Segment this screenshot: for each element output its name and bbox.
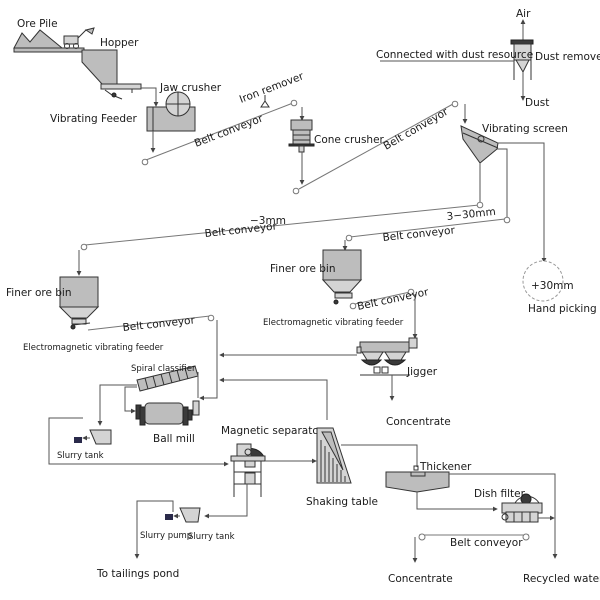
belt-3-head-pulley	[476, 201, 484, 209]
belt-conveyor-2	[298, 103, 454, 190]
medium-fraction-label: 3−30mm	[446, 206, 496, 223]
ball-mill-label: Ball mill	[153, 433, 195, 445]
dust-remover-label: Dust remover	[535, 51, 600, 63]
finer-ore-bin-left-label: Finer ore bin	[6, 287, 72, 299]
thickener-label: Thickener	[419, 461, 472, 473]
slurry-pump-lower	[165, 514, 173, 520]
belt-conveyor-3-label: Belt conveyor	[204, 220, 278, 240]
flow-shaking-to-classifier	[219, 377, 328, 420]
hand-picking-circle	[522, 260, 564, 302]
thickener	[385, 465, 450, 493]
spiral-classifier-label: Spiral classifier	[131, 364, 196, 374]
flow-classifier-to-mill	[124, 386, 137, 414]
belt-7-head-pulley	[522, 533, 530, 541]
belt-conveyor-5	[87, 315, 211, 331]
air-label: Air	[516, 8, 531, 20]
ball-mill	[135, 400, 200, 426]
belt-conveyor-6-label: Belt conveyor	[356, 286, 430, 313]
belt-conveyor-1-label: Belt conveyor	[193, 112, 266, 149]
belt-conveyor-1	[145, 102, 294, 161]
magnetic-separator-label: Magnetic separator	[221, 425, 324, 437]
slurry-tank-lower-label: Slurry tank	[188, 532, 235, 542]
jaw-crusher	[146, 91, 196, 132]
cone-crusher	[288, 119, 315, 153]
dust-remover	[510, 39, 534, 80]
iron-remover	[260, 95, 270, 108]
shaking-table	[316, 427, 352, 484]
flow-separator-to-tank-lower	[204, 484, 248, 519]
vibrating-screen	[460, 125, 499, 164]
dust-label: Dust	[525, 97, 549, 109]
belt-conveyor-4-label: Belt conveyor	[382, 224, 456, 244]
finer-ore-bin-right	[321, 249, 363, 305]
belt-4-tail-pulley	[345, 234, 353, 242]
finer-ore-bin-right-label: Finer ore bin	[270, 263, 336, 275]
belt-6-tail-pulley	[349, 302, 357, 310]
belt-1-head-pulley	[290, 99, 298, 107]
dust-source-label: Connected with dust resource	[376, 49, 533, 61]
hopper-label: Hopper	[100, 37, 139, 49]
belt-7-tail-pulley	[418, 533, 426, 541]
slurry-tank-lower	[179, 507, 201, 523]
belt-2-tail-pulley	[292, 187, 300, 195]
belt-conveyor-4	[349, 218, 506, 238]
hand-picking-label: Hand picking	[528, 303, 597, 315]
em-feeder-left-label: Electromagnetic vibrating feeder	[23, 343, 164, 353]
oversize-label: +30mm	[531, 280, 574, 292]
flow-thickener-overflow	[449, 473, 558, 559]
slurry-pump-upper	[74, 437, 82, 443]
belt-4-head-pulley	[503, 216, 511, 224]
belt-1-tail-pulley	[141, 158, 149, 166]
belt-conveyor-2-label: Belt conveyor	[382, 106, 451, 153]
belt-6-head-pulley	[407, 288, 415, 296]
slurry-tank-upper	[74, 429, 112, 445]
ore-pile	[13, 29, 85, 53]
slurry-pump-label: Slurry pump	[140, 531, 192, 541]
flow-thickener-to-filter	[416, 492, 498, 512]
shaking-table-label: Shaking table	[306, 496, 378, 508]
jigger	[356, 337, 418, 376]
flow-shaking-to-thickener	[341, 444, 418, 467]
belt-conveyor-7-label: Belt conveyor	[450, 537, 523, 549]
belt-conveyor-5-label: Belt conveyor	[122, 314, 196, 334]
flow-pump-to-tailings	[134, 500, 174, 559]
jaw-crusher-label: Jaw crusher	[159, 82, 222, 94]
recycled-water-label: Recycled water	[523, 573, 600, 585]
concentrate-final-label: Concentrate	[388, 573, 453, 585]
concentrate-jigger-label: Concentrate	[386, 416, 451, 428]
tailings-label: To tailings pond	[96, 568, 179, 580]
flow-pump-upper-to-separator	[48, 417, 229, 467]
belt-conveyor-6	[354, 291, 411, 305]
hopper	[81, 49, 142, 90]
dish-filter	[501, 493, 543, 523]
belt-5-head-pulley	[207, 314, 215, 322]
dish-filter-label: Dish filter	[474, 488, 526, 500]
vibrating-screen-label: Vibrating screen	[482, 123, 568, 135]
flow-screen-medium	[497, 148, 508, 218]
ore-pile-label: Ore Pile	[17, 18, 58, 30]
vibrating-feeder-label: Vibrating Feeder	[50, 113, 137, 125]
vibrating-feeder	[104, 89, 133, 100]
flow-classifier-to-slurry-tank	[97, 384, 137, 426]
belt-3-tail-pulley	[80, 243, 88, 251]
em-feeder-right-label: Electromagnetic vibrating feeder	[263, 318, 404, 328]
fine-fraction-label: −3mm	[250, 215, 286, 227]
jigger-label: Jigger	[406, 366, 438, 378]
slurry-tank-upper-label: Slurry tank	[57, 451, 104, 461]
cone-crusher-label: Cone crusher	[314, 134, 385, 146]
flow-belt5-to-mill	[199, 320, 218, 401]
finer-ore-bin-left	[58, 276, 100, 330]
belt-conveyor-3	[84, 204, 480, 246]
loader-icon	[63, 27, 95, 49]
belt-2-head-pulley	[451, 100, 459, 108]
magnetic-separator	[230, 443, 266, 497]
flow-feeder-to-jaw	[141, 87, 159, 107]
flow-screen-oversize	[497, 142, 547, 263]
